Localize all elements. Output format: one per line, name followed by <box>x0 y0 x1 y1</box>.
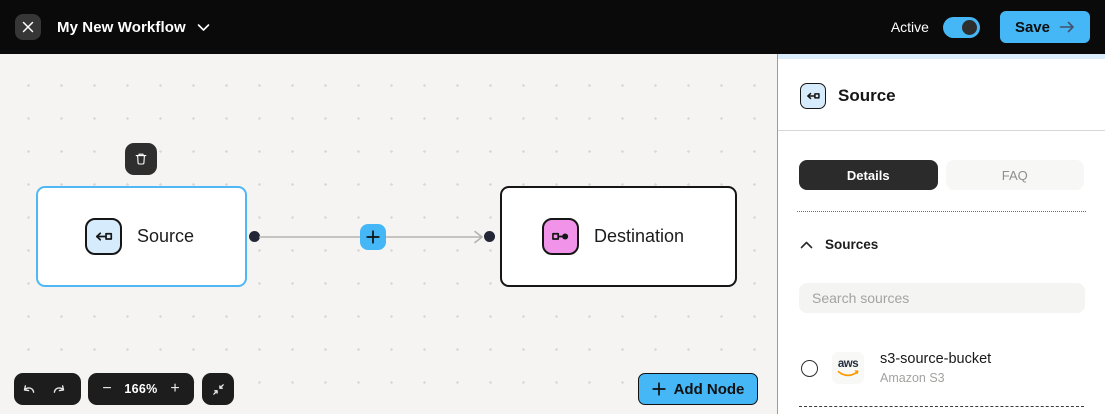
panel-tabs: Details FAQ <box>799 160 1084 190</box>
connection-handle-source[interactable] <box>249 231 260 242</box>
close-button[interactable] <box>15 14 41 40</box>
destination-icon <box>542 218 579 255</box>
sources-section-label: Sources <box>825 237 879 252</box>
active-toggle-label: Active <box>890 19 929 35</box>
workflow-canvas[interactable]: Source Destination <box>0 54 777 414</box>
dashed-divider <box>799 406 1084 407</box>
tab-faq[interactable]: FAQ <box>945 160 1084 190</box>
source-option-row[interactable]: aws s3-source-bucket Amazon S3 <box>801 351 1084 385</box>
chevron-down-icon[interactable] <box>197 23 210 32</box>
undo-icon <box>21 381 37 397</box>
redo-icon <box>51 381 67 397</box>
chevron-up-icon <box>800 241 813 249</box>
panel-header: Source <box>778 59 1105 130</box>
zoom-out-button[interactable]: − <box>92 373 122 405</box>
undo-button[interactable] <box>14 373 44 405</box>
panel-accent-strip <box>778 54 1105 59</box>
connection-handle-destination[interactable] <box>484 231 495 242</box>
fit-view-control <box>202 373 234 405</box>
aws-logo-text: aws <box>837 357 859 370</box>
plus-icon <box>366 230 380 244</box>
zoom-level: 166% <box>124 382 158 396</box>
source-icon <box>85 218 122 255</box>
node-label: Destination <box>594 226 685 246</box>
dotted-divider <box>797 211 1086 212</box>
toggle-knob <box>961 19 977 35</box>
node-destination[interactable]: Destination <box>500 186 737 287</box>
workflow-title: My New Workflow <box>57 18 186 36</box>
plus-icon <box>651 382 666 396</box>
source-option-radio[interactable] <box>801 359 818 377</box>
tab-details[interactable]: Details <box>799 160 938 190</box>
add-node-label: Add Node <box>673 380 745 398</box>
trash-icon <box>134 152 148 166</box>
delete-node-button[interactable] <box>125 143 157 175</box>
node-label: Source <box>137 226 195 246</box>
sources-section-toggle[interactable]: Sources <box>800 237 1084 252</box>
active-toggle[interactable] <box>942 16 980 38</box>
aws-logo: aws <box>832 352 864 384</box>
node-source[interactable]: Source <box>36 186 247 287</box>
arrow-right-icon <box>1059 21 1075 33</box>
topbar-actions: Active Save <box>891 11 1090 43</box>
zoom-controls: − 166% + <box>88 373 194 405</box>
zoom-in-button[interactable]: + <box>160 373 190 405</box>
source-icon <box>800 83 826 109</box>
source-option-text: s3-source-bucket Amazon S3 <box>880 351 991 385</box>
save-button-label: Save <box>1014 18 1050 36</box>
panel-title: Source <box>838 86 896 105</box>
redo-button[interactable] <box>44 373 74 405</box>
save-button[interactable]: Save <box>999 11 1090 43</box>
insert-node-button[interactable] <box>360 224 386 250</box>
source-option-connector: Amazon S3 <box>880 371 945 385</box>
search-sources-input[interactable] <box>799 283 1085 313</box>
close-icon <box>22 21 34 33</box>
add-node-button[interactable]: Add Node <box>638 373 758 405</box>
node-details-panel: Source Details FAQ Sources aws <box>777 54 1105 414</box>
panel-divider <box>778 130 1105 131</box>
source-option-name: s3-source-bucket <box>880 351 992 367</box>
history-controls <box>14 373 81 405</box>
top-bar: My New Workflow Active Save <box>0 0 1105 54</box>
fit-view-button[interactable] <box>203 373 233 405</box>
fit-view-icon <box>211 382 226 397</box>
